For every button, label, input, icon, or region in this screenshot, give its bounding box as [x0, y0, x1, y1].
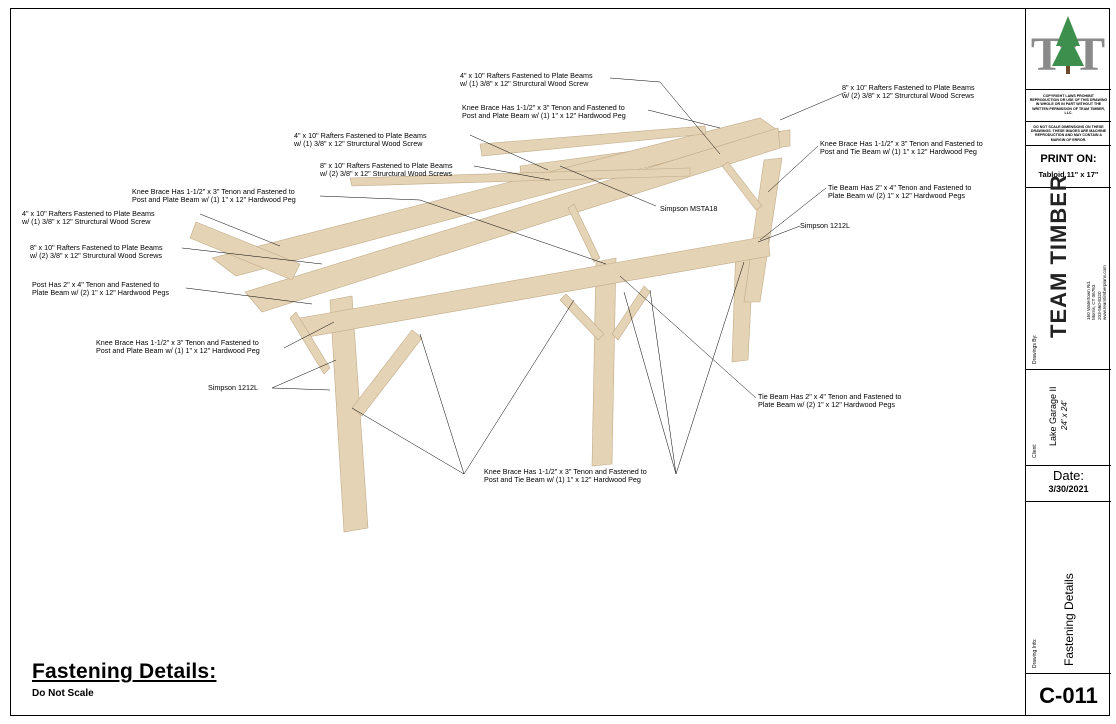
callout-rafter-screws-3: 8" x 10" Rafters Fastened to Plate Beams… — [30, 243, 163, 261]
drawing-info-value: Fastening Details — [1062, 573, 1076, 666]
drawing-title: Fastening Details: — [32, 660, 217, 683]
knee-brace-3 — [559, 293, 605, 341]
copyright-note: COPYRIGHT LAWS PROHIBIT REPRODUCTION OR … — [1026, 90, 1111, 122]
drawing-info-cell: Drawing Info: Fastening Details — [1026, 502, 1111, 674]
date-label: Date: — [1052, 468, 1085, 483]
date-value: 3/30/2021 — [1048, 484, 1089, 494]
knee-brace-2 — [289, 311, 331, 375]
callout-tie-beam-1: Tie Beam Has 2" x 4" Tenon and Fastened … — [828, 183, 972, 201]
client-label: Client: — [1032, 443, 1038, 458]
drawing-info-label: Drawing Info: — [1032, 638, 1038, 668]
callout-rafter-screw-3: 4" x 10" Rafters Fastened to Plate Beams… — [22, 209, 155, 227]
plate-beam-front — [299, 235, 771, 339]
callout-simpson-1212l-2: Simpson 1212L — [208, 383, 258, 392]
post-front-left — [329, 295, 369, 533]
scale-note: DO NOT SCALE DIMENSIONS ON THESE DRAWING… — [1026, 122, 1111, 146]
drawings-by-label: Drawings By: — [1032, 334, 1038, 364]
knee-brace-6 — [721, 161, 763, 211]
callout-knee-brace-2: Knee Brace Has 1-1/2" x 3" Tenon and Fas… — [820, 139, 983, 157]
callout-rafter-screws-1: 8" x 10" Rafters Fastened to Plate Beams… — [842, 83, 975, 101]
callout-knee-brace-1: Knee Brace Has 1-1/2" x 3" Tenon and Fas… — [462, 103, 626, 121]
sheet-number-cell: C-011 — [1026, 674, 1111, 716]
callout-simpson-msta18: Simpson MSTA18 — [660, 204, 718, 213]
callout-tie-beam-2: Tie Beam Has 2" x 4" Tenon and Fastened … — [758, 392, 902, 410]
callout-knee-brace-4: Knee Brace Has 1-1/2" x 3" Tenon and Fas… — [96, 338, 260, 356]
print-on-label: PRINT ON: — [1040, 153, 1097, 165]
client-name: Lake Garage II — [1048, 386, 1058, 446]
callout-rafter-screws-2: 8" x 10" Rafters Fastened to Plate Beams… — [320, 161, 453, 179]
rafter-3 — [189, 221, 301, 281]
knee-brace-4 — [611, 285, 651, 341]
rafter-5 — [349, 167, 691, 187]
company-logo-text: TEAM TIMBER — [1046, 174, 1071, 338]
knee-brace-1 — [351, 329, 423, 417]
post-front-middle — [591, 257, 617, 467]
drawing-sheet-border — [10, 8, 1110, 716]
callout-rafter-screw-2: 4" x 10" Rafters Fastened to Plate Beams… — [294, 131, 427, 149]
company-cell: Drawings By: TEAM TIMBER 160 Watertown R… — [1026, 174, 1111, 370]
print-on-cell: PRINT ON: Tabloid 11" x 17" — [1026, 146, 1111, 188]
callout-post-tenon: Post Has 2" x 4" Tenon and Fastened to P… — [32, 280, 169, 298]
post-back-right — [743, 157, 783, 303]
date-cell: Date: 3/30/2021 — [1026, 466, 1111, 502]
rafter-4 — [479, 125, 707, 157]
drawing-subtitle: Do Not Scale — [32, 688, 94, 699]
logo-cell: T T — [1026, 8, 1111, 90]
rafter-1 — [211, 117, 781, 277]
company-address: 160 Watertown Rd. Morris, CT 06763 203-5… — [1086, 265, 1108, 320]
client-size: 24' x 24' — [1060, 400, 1069, 430]
client-cell: Client: Lake Garage II 24' x 24' — [1026, 370, 1111, 466]
callout-knee-brace-3: Knee Brace Has 1-1/2" x 3" Tenon and Fas… — [132, 187, 296, 205]
callout-simpson-1212l-1: Simpson 1212L — [800, 221, 850, 230]
callout-knee-brace-5: Knee Brace Has 1-1/2" x 3" Tenon and Fas… — [484, 467, 647, 485]
sheet-number: C-011 — [1039, 683, 1098, 708]
tat-logo-icon: T T — [1031, 16, 1105, 81]
callout-rafter-screw-1: 4" x 10" Rafters Fastened to Plate Beams… — [460, 71, 593, 89]
knee-brace-5 — [567, 203, 601, 263]
print-on-value: Tabloid 11" x 17" — [1038, 170, 1099, 179]
title-block: T T COPYRIGHT LAWS PROHIBIT REPRODUCTION… — [1025, 8, 1111, 716]
